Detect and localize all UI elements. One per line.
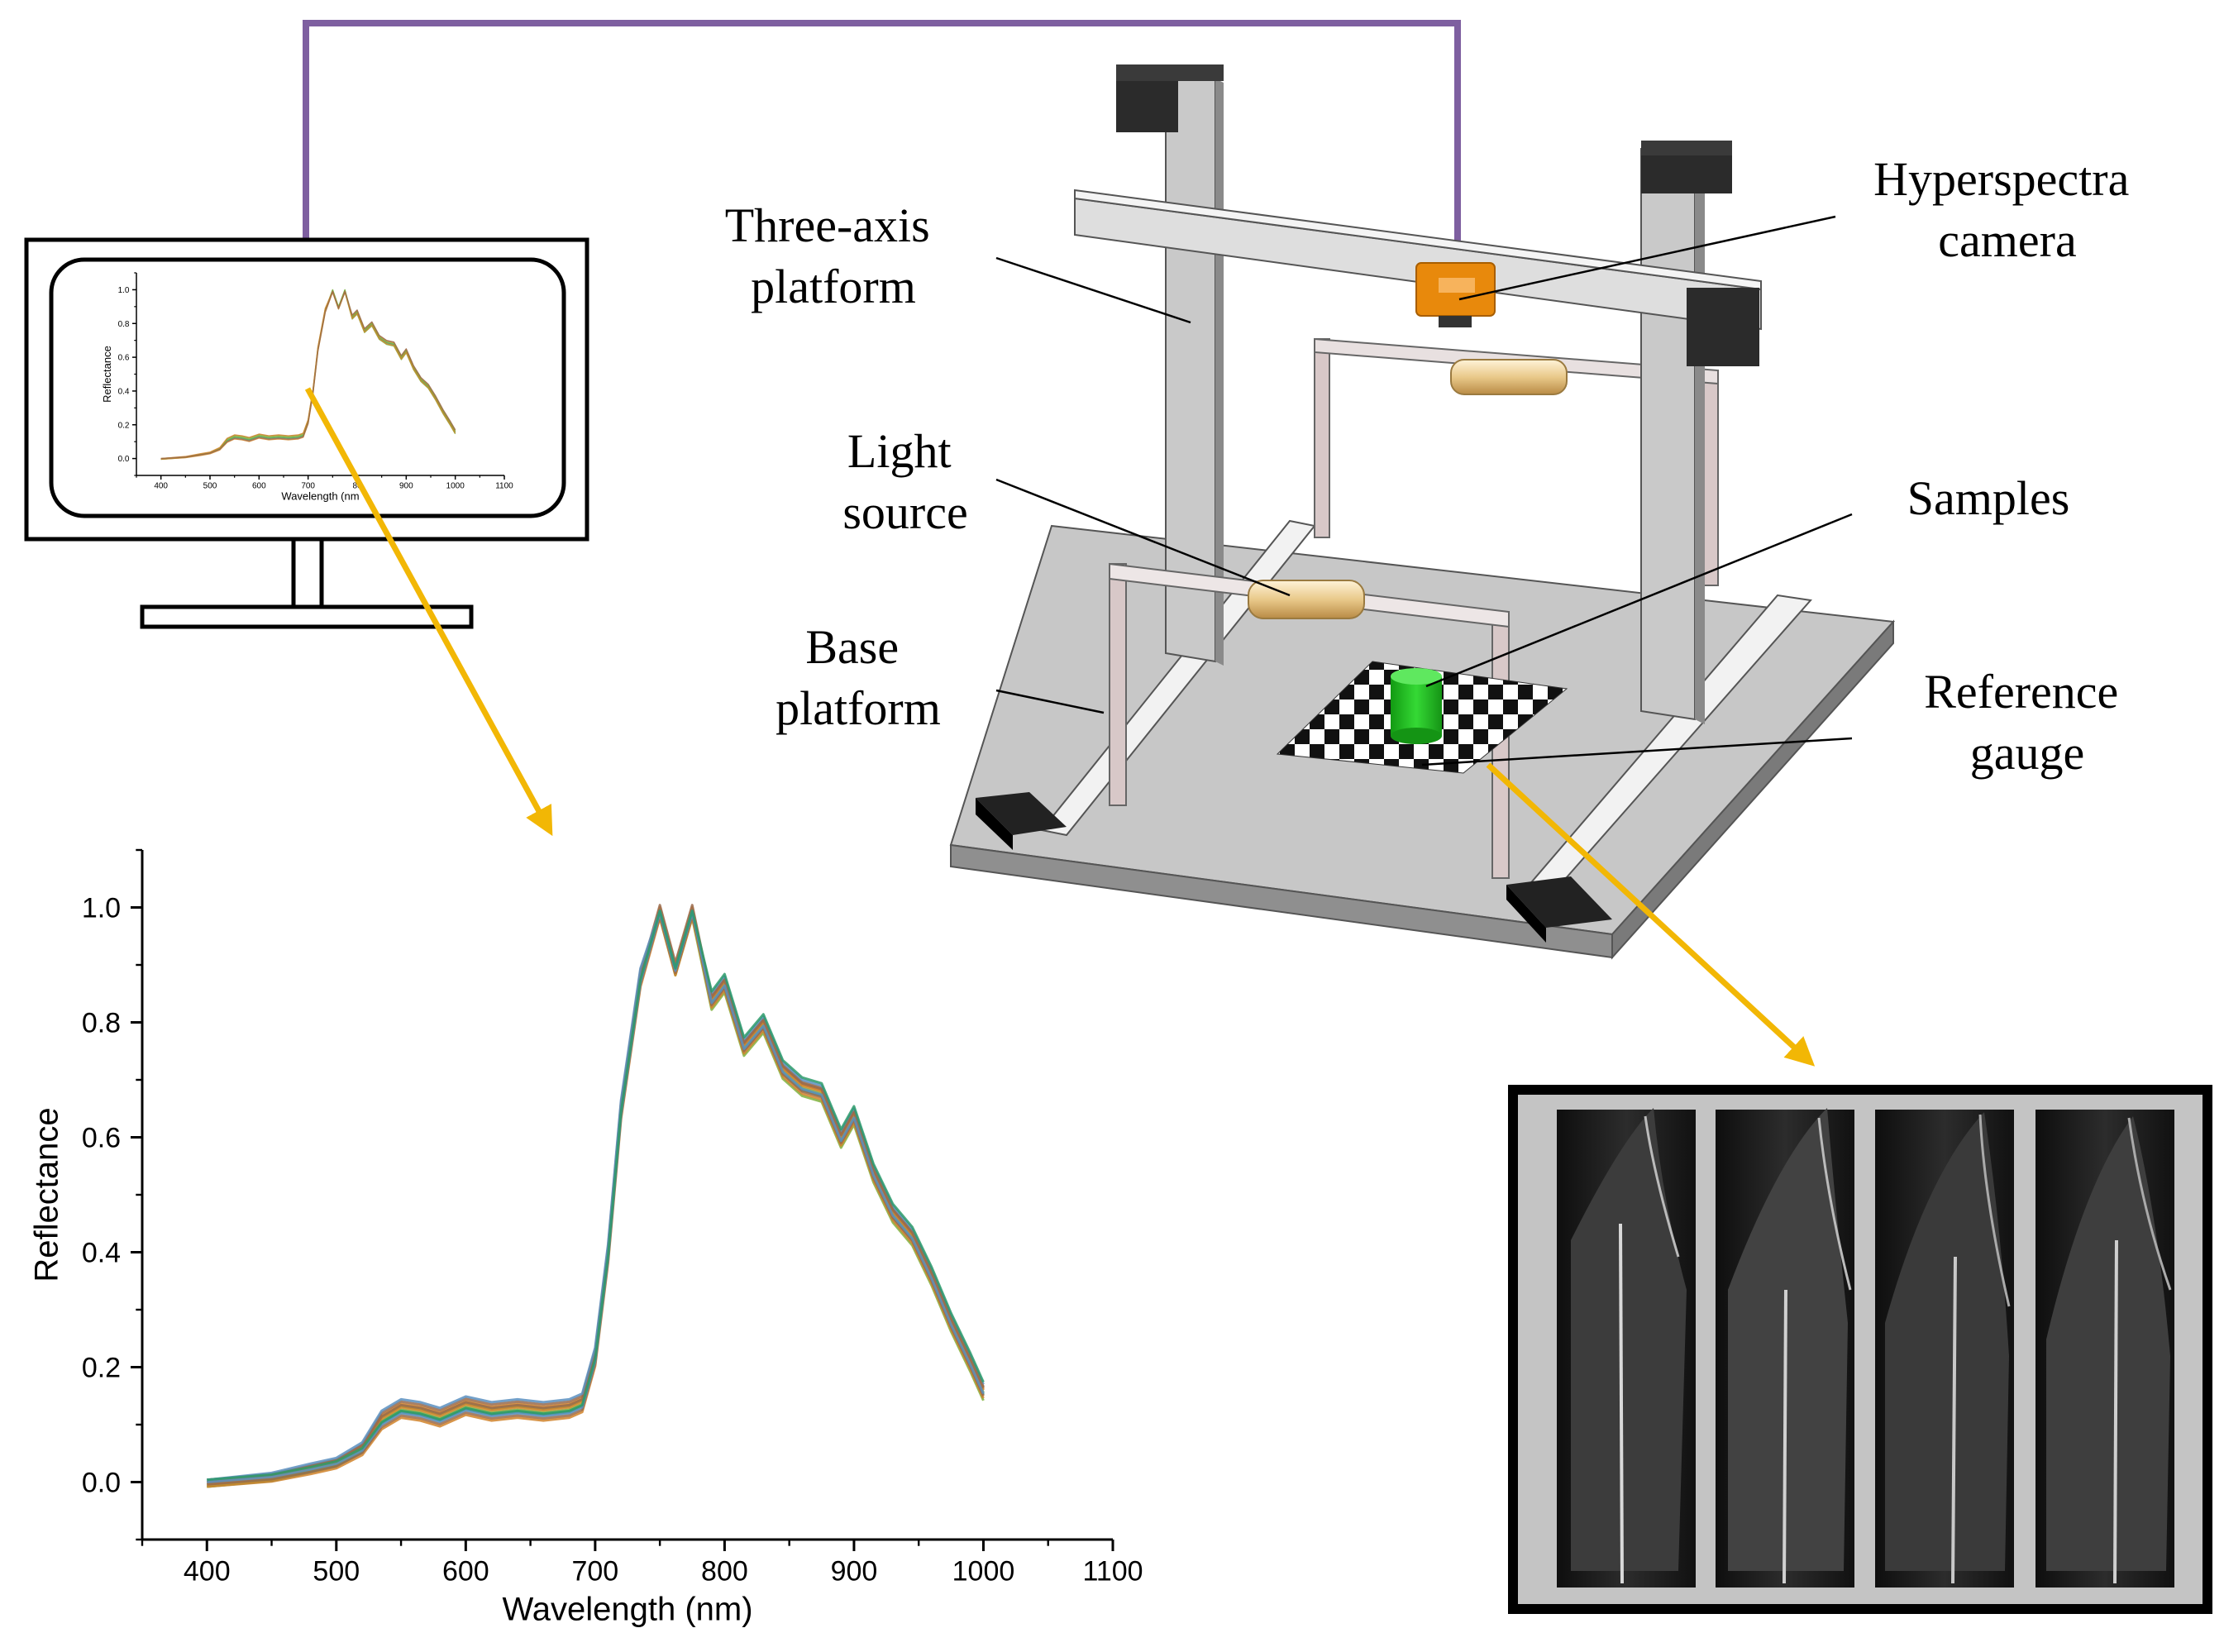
reflectance-series-line	[207, 916, 985, 1488]
three-axis-platform	[949, 64, 1896, 960]
x-axis-title: Wavelength (nm	[281, 490, 359, 503]
reflectance-series-line	[207, 911, 985, 1483]
reflectance-series-line	[160, 290, 456, 460]
label-light-source: Light source	[842, 424, 967, 539]
x-tick-label: 600	[442, 1556, 489, 1588]
reflectance-series-line	[207, 916, 985, 1488]
reflectance-series-line	[207, 904, 985, 1482]
arrow-gauge-to-images	[1486, 762, 1816, 1067]
camera-icon	[1415, 262, 1496, 327]
y-tick-label: 1.0	[82, 892, 121, 924]
y-tick-label: 0.2	[82, 1352, 121, 1383]
reflectance-series-line	[207, 908, 985, 1486]
label-base-platform: Base platform	[776, 620, 941, 735]
x-tick-label: 400	[184, 1556, 231, 1588]
label-three-axis-platform: Three-axis platform	[725, 198, 942, 313]
y-axis-title: Reflectance	[101, 346, 113, 403]
camera-cable	[303, 20, 1461, 265]
y-tick-label: 0.2	[118, 421, 130, 430]
cylinder-light-icon	[1450, 359, 1568, 395]
image-strip	[2035, 1110, 2174, 1588]
arrow-monitor-to-chart	[304, 387, 553, 837]
x-tick-label: 1100	[1082, 1556, 1143, 1588]
leader-lines	[995, 215, 1853, 766]
y-tick-label: 0.0	[82, 1467, 121, 1498]
reflectance-series-line	[207, 906, 985, 1483]
reflectance-series-line	[207, 911, 985, 1483]
reflectance-series-line	[207, 910, 985, 1482]
reflectance-series-line	[207, 914, 985, 1486]
reflectance-series-line	[207, 914, 985, 1486]
x-tick-label: 80	[352, 482, 362, 491]
y-tick-label: 0.8	[82, 1007, 121, 1038]
hyperspectral-image-panel	[1508, 1085, 2212, 1614]
y-tick-label: 1.0	[118, 286, 130, 295]
x-tick-label: 600	[252, 482, 266, 491]
x-tick-label: 900	[831, 1556, 878, 1588]
x-tick-label: 1000	[446, 482, 465, 491]
x-tick-label: 700	[301, 482, 315, 491]
y-tick-label: 0.4	[82, 1237, 121, 1268]
y-tick-label: 0.0	[118, 455, 130, 464]
image-strip	[1716, 1108, 1854, 1588]
monitor-spectrum-chart: 400 500 600 700 80 900 1000 1100 0.0 0.2 0.4 0.6 0.8…	[101, 272, 513, 503]
image-strip	[1875, 1110, 2014, 1588]
y-tick-label: 0.4	[118, 387, 130, 396]
y-tick-label: 0.6	[82, 1122, 121, 1153]
main-spectrum-chart: 400 500 600 700 800 900 1000 1100 0.0 0.2 0.4 0.6 0.…	[29, 848, 1143, 1627]
y-tick-label: 0.6	[118, 354, 130, 363]
x-tick-label: 1100	[495, 482, 513, 491]
x-tick-label: 1000	[952, 1556, 1015, 1588]
label-hyperspectral-camera: Hyperspectra camera	[1873, 152, 2141, 267]
label-samples: Samples	[1907, 471, 2070, 525]
x-tick-label: 900	[399, 482, 413, 491]
x-axis-title: Wavelength (nm)	[502, 1591, 752, 1627]
x-tick-label: 400	[154, 482, 168, 491]
y-axis-title: Reflectance	[29, 1107, 65, 1282]
x-tick-label: 700	[571, 1556, 618, 1588]
label-reference-gauge: Reference gauge	[1924, 665, 2131, 780]
x-tick-label: 500	[203, 482, 217, 491]
x-tick-label: 500	[313, 1556, 360, 1588]
green-cylinder-icon	[1391, 668, 1442, 744]
image-strip	[1557, 1108, 1696, 1588]
reflectance-series-line	[207, 910, 985, 1482]
monitor-icon	[24, 237, 589, 629]
x-tick-label: 800	[701, 1556, 748, 1588]
y-tick-label: 0.8	[118, 320, 130, 329]
reflectance-series-line	[207, 910, 985, 1488]
